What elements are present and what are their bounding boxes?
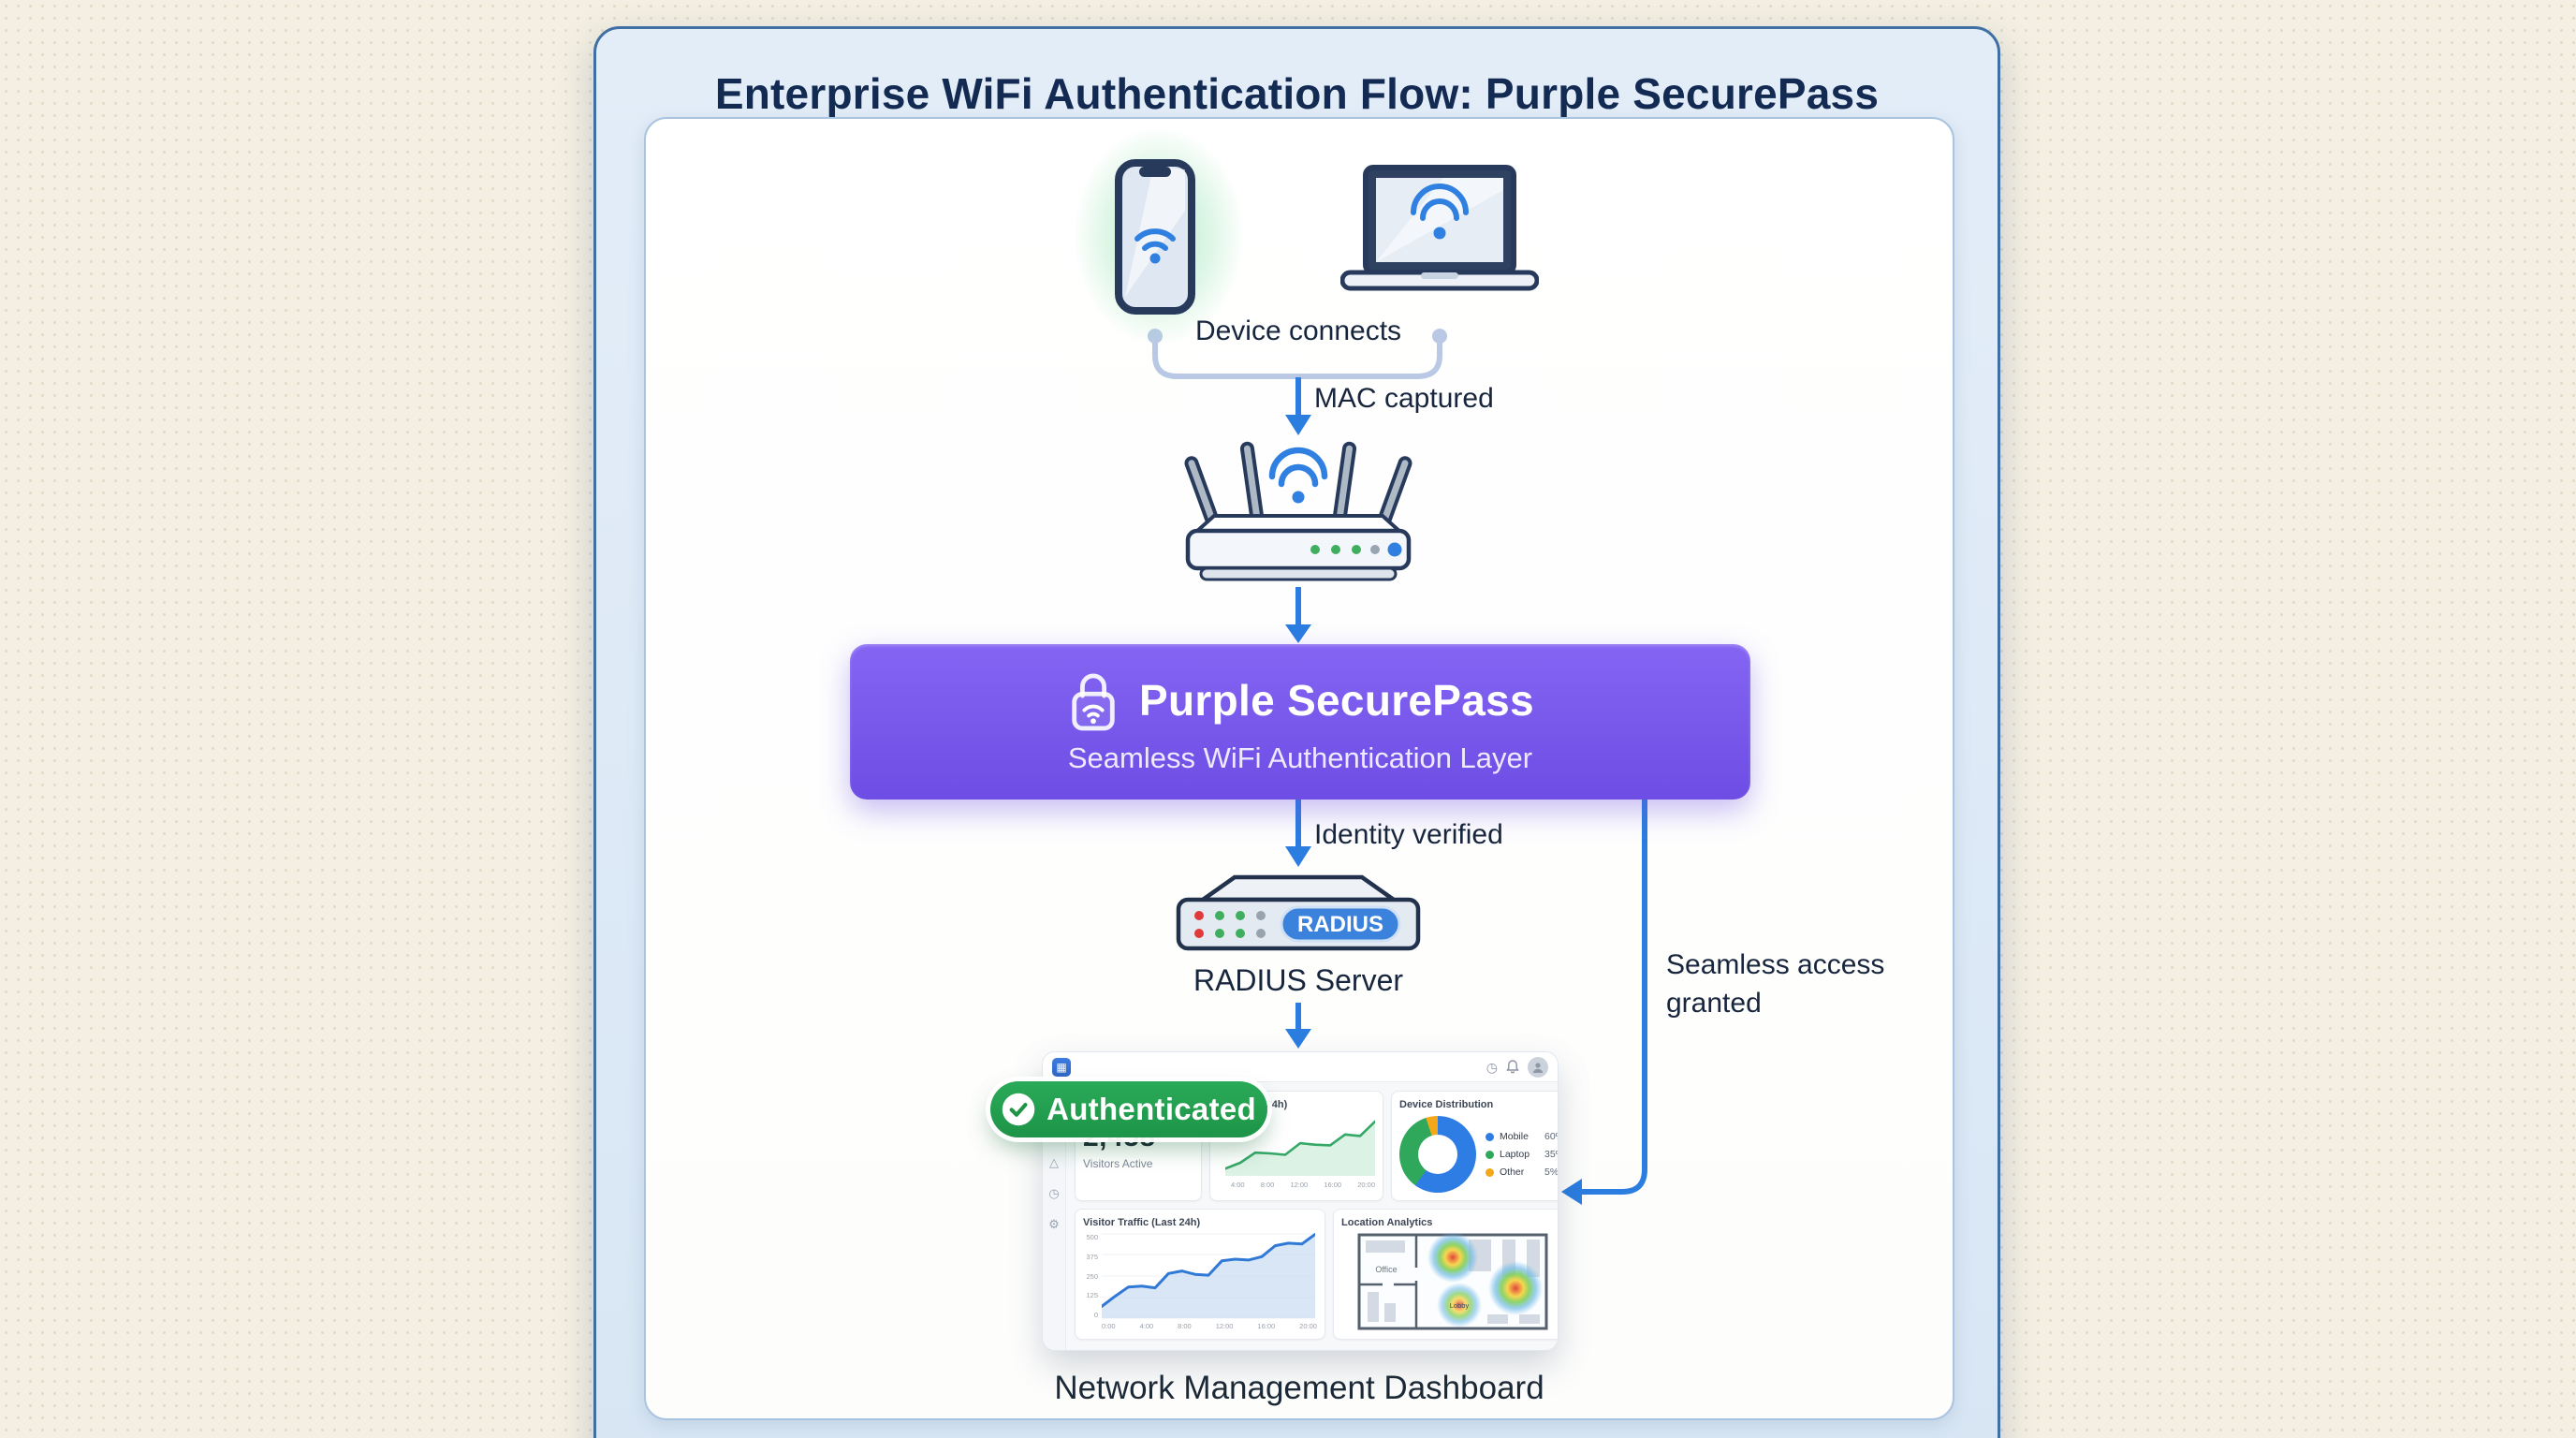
radius-badge-text: RADIUS — [1297, 912, 1383, 937]
location-analytics-card: Location Analytics — [1333, 1209, 1558, 1340]
dashboard-topbar: ▦ ◷ — [1043, 1052, 1558, 1082]
radius-badge — [1280, 905, 1401, 943]
device-distribution-title: Device Distribution — [1399, 1099, 1494, 1110]
lobby-zone-label: Lobby — [1450, 1301, 1470, 1310]
dashboard-caption: Network Management Dashboard — [1054, 1370, 1544, 1406]
tick-label: 0:00 — [1102, 1322, 1116, 1330]
check-icon — [1002, 1093, 1035, 1126]
authenticated-badge: Authenticated — [990, 1081, 1267, 1137]
spark-x-ticks: 4:00 8:00 12:00 16:00 20:00 — [1231, 1181, 1375, 1189]
avatar — [1528, 1056, 1548, 1078]
tick-label: 20:00 — [1299, 1322, 1317, 1330]
tick-label: 16:00 — [1324, 1181, 1342, 1189]
seamless-access-label: Seamless access granted — [1666, 949, 1885, 1019]
device-distribution-card: Device Distribution Mobile 60% — [1391, 1091, 1558, 1201]
router-led-lights — [1310, 542, 1402, 557]
mac-captured-label: MAC captured — [1314, 383, 1494, 414]
laptop-icon — [1340, 165, 1539, 291]
tick-label: 250 — [1086, 1271, 1098, 1281]
tick-label: 500 — [1086, 1233, 1098, 1241]
tick-label: 12:00 — [1290, 1181, 1309, 1189]
lock-wifi-icon — [1072, 673, 1115, 731]
securepass-subtitle: Seamless WiFi Authentication Layer — [1067, 741, 1533, 774]
clock-icon: ◷ — [1486, 1059, 1498, 1075]
flow-connectors — [1148, 329, 1647, 1205]
tick-label: 16:00 — [1257, 1322, 1276, 1330]
app-logo-icon: ▦ — [1052, 1057, 1071, 1077]
spark-chart — [1225, 1120, 1375, 1176]
radius-server-icon: RADIUS — [1176, 874, 1421, 951]
wifi-icon — [1134, 228, 1176, 251]
floorplan-heatmap: Office Lobby — [1357, 1232, 1548, 1330]
tick-label: 8:00 — [1178, 1322, 1192, 1330]
bell-icon — [1506, 1060, 1519, 1074]
radius-server-label: RADIUS Server — [1193, 963, 1404, 997]
device-donut-chart — [1399, 1116, 1476, 1193]
nav-history-icon: ◷ — [1048, 1186, 1060, 1200]
tick-label: 20:00 — [1357, 1181, 1375, 1189]
device-legend: Mobile 60% Laptop 35% — [1486, 1131, 1558, 1178]
authenticated-text: Authenticated — [1046, 1092, 1256, 1126]
legend-dot-other — [1486, 1167, 1494, 1177]
nav-network-icon: △ — [1049, 1155, 1059, 1169]
tick-label: 4:00 — [1231, 1181, 1245, 1189]
traffic-y-ticks: 500 375 250 125 0 — [1083, 1233, 1102, 1319]
device-connects-label: Device connects — [1194, 315, 1402, 346]
tick-label: 4:00 — [1139, 1322, 1154, 1330]
spark-chart-title: (24h) — [1263, 1099, 1288, 1110]
tick-label: 8:00 — [1260, 1181, 1275, 1189]
visitor-traffic-card: Visitor Traffic (Last 24h) 500 375 250 125 0 — [1075, 1209, 1325, 1340]
location-analytics-title: Location Analytics — [1341, 1217, 1433, 1228]
legend-dot-mobile — [1486, 1132, 1494, 1141]
wifi-icon — [1268, 447, 1328, 488]
visitors-label: Visitors Active — [1083, 1157, 1153, 1170]
traffic-x-ticks: 0:00 4:00 8:00 12:00 16:00 20:00 — [1102, 1322, 1317, 1330]
tick-label: 0 — [1093, 1311, 1098, 1319]
office-room-label: Office — [1375, 1265, 1397, 1274]
legend-dot-laptop — [1486, 1150, 1494, 1159]
securepass-title: Purple SecurePass — [1139, 676, 1534, 725]
router-icon — [1184, 441, 1412, 581]
nav-settings-icon: ⚙ — [1048, 1217, 1060, 1231]
securepass-banner: Purple SecurePass Seamless WiFi Authenti… — [850, 644, 1750, 800]
visitor-traffic-title: Visitor Traffic (Last 24h) — [1083, 1217, 1201, 1228]
tick-label: 375 — [1086, 1252, 1098, 1261]
tick-label: 12:00 — [1215, 1322, 1234, 1330]
diagram-card: Enterprise WiFi Authentication Flow: Pur… — [593, 26, 2000, 1438]
identity-verified-label: Identity verified — [1314, 819, 1503, 850]
tick-label: 125 — [1086, 1291, 1098, 1300]
diagram-panel: Device connects MAC captured — [644, 117, 1954, 1420]
wifi-icon — [1411, 183, 1469, 221]
phone-icon — [1115, 159, 1195, 315]
server-led-lights — [1194, 911, 1266, 938]
visitor-traffic-chart — [1102, 1233, 1315, 1319]
